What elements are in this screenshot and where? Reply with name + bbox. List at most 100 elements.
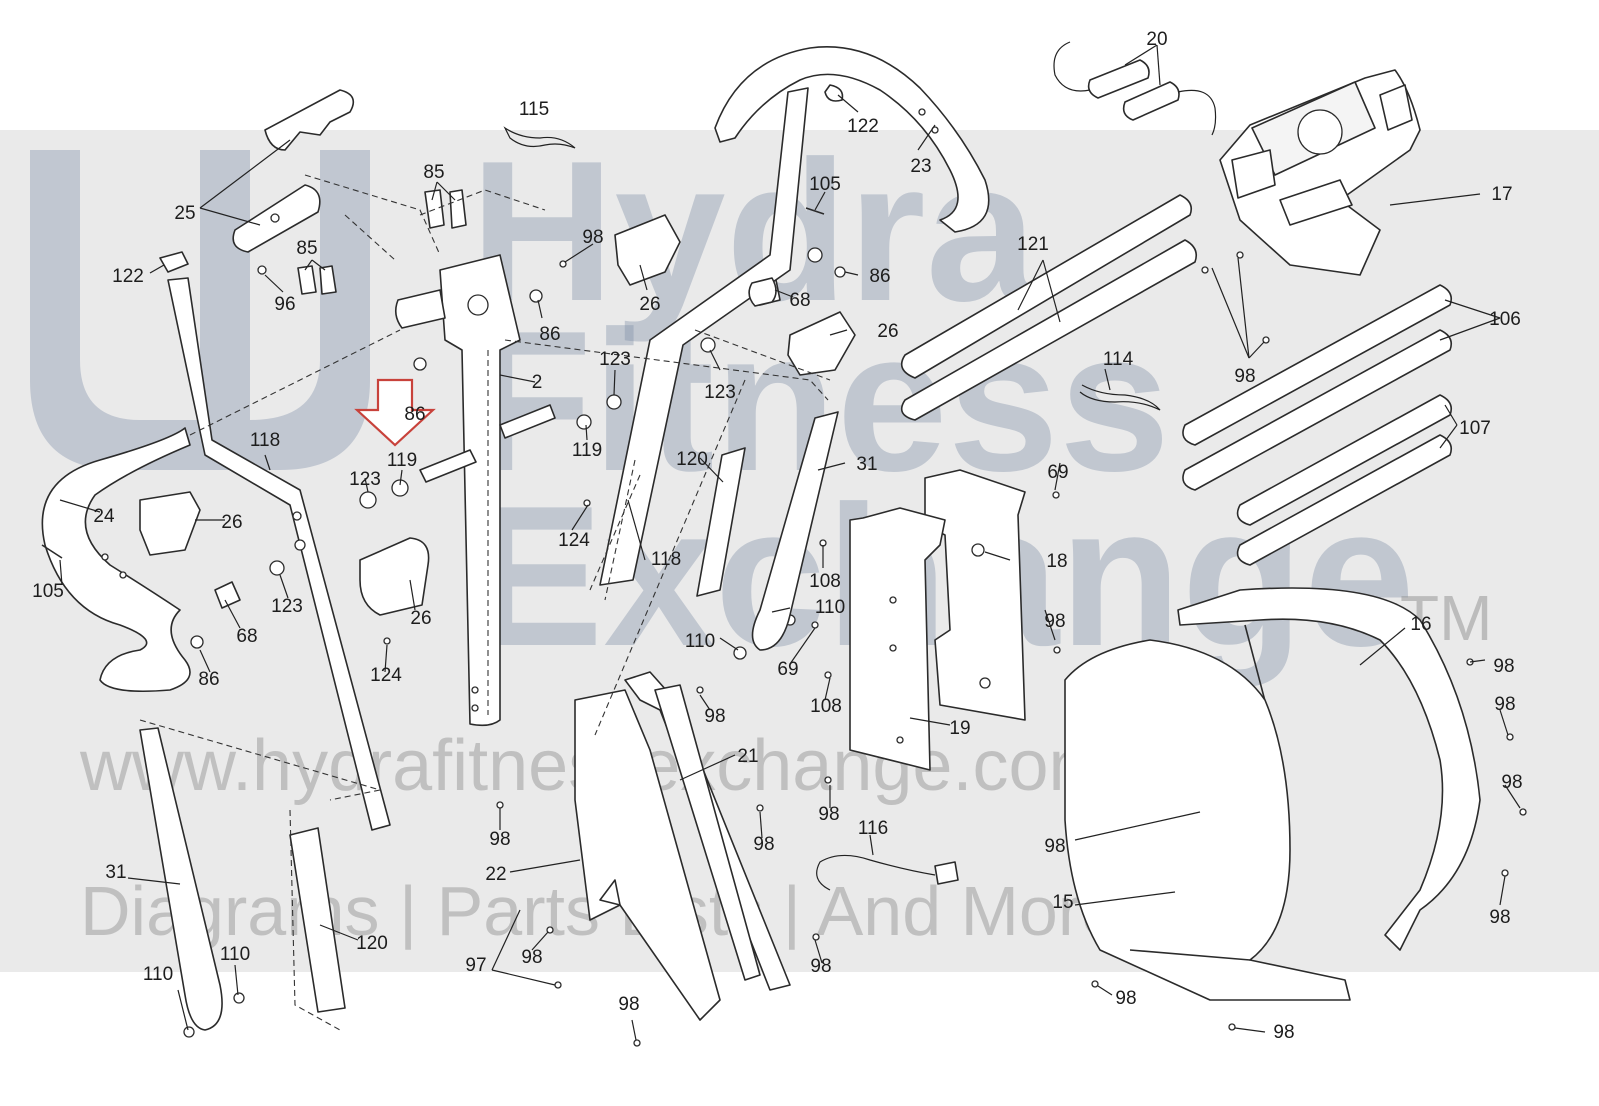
part-label: 98 — [582, 227, 603, 248]
part-120-center — [696, 447, 746, 597]
part-15-cover — [1064, 639, 1351, 1001]
part-label: 22 — [485, 864, 506, 885]
part-label: 69 — [777, 659, 798, 680]
part-label: 108 — [809, 571, 841, 592]
part-label: 106 — [1489, 309, 1521, 330]
part-19-shroud — [849, 507, 946, 771]
part-label: 68 — [789, 290, 810, 311]
part-label: 119 — [572, 440, 602, 461]
part-label: 15 — [1052, 892, 1073, 913]
part-26-cover-right — [614, 214, 856, 376]
part-31-center — [751, 411, 839, 651]
part-24-left-handlebar — [41, 427, 191, 693]
part-label: 19 — [949, 718, 970, 739]
part-label: 98 — [521, 947, 542, 968]
part-25-handle-cover — [232, 89, 355, 253]
part-21-leg — [624, 671, 791, 991]
part-label: 18 — [1046, 551, 1067, 572]
part-label: 123 — [349, 469, 381, 490]
part-label: 96 — [274, 294, 295, 315]
part-label: 98 — [618, 994, 639, 1015]
part-116-power-cord — [816, 854, 959, 891]
part-label: 105 — [32, 581, 64, 602]
part-label: 68 — [236, 626, 257, 647]
part-label: 122 — [847, 116, 879, 137]
part-label: 119 — [387, 450, 417, 471]
part-label: 98 — [1044, 611, 1065, 632]
part-label: 16 — [1410, 614, 1431, 635]
part-label: 98 — [1115, 988, 1136, 1009]
part-label: 26 — [221, 512, 242, 533]
watermark-logo-icon — [30, 150, 370, 470]
part-label: 98 — [489, 829, 510, 850]
part-118-left-arm — [167, 277, 391, 831]
part-label-extra: 98 — [1273, 1022, 1294, 1043]
part-label: 21 — [737, 746, 758, 767]
part-2-upright-post — [394, 254, 521, 727]
part-label: 86 — [404, 404, 425, 425]
part-label: 98 — [1234, 366, 1255, 387]
part-label: 123 — [704, 382, 736, 403]
part-label: 108 — [810, 696, 842, 717]
part-label: 110 — [143, 964, 173, 985]
part-label: 122 — [112, 266, 144, 287]
part-label: 110 — [685, 631, 715, 652]
part-120-left — [289, 827, 346, 1013]
part-label: 98 — [818, 804, 839, 825]
part-label: 86 — [539, 324, 560, 345]
part-label: 123 — [271, 596, 303, 617]
part-label: 98 — [1493, 656, 1514, 677]
part-label: 118 — [250, 430, 280, 451]
part-114-wire — [1079, 384, 1161, 411]
part-label: 26 — [410, 608, 431, 629]
part-label: 85 — [423, 162, 444, 183]
part-label: 115 — [519, 99, 549, 120]
part-119-axle — [419, 404, 556, 483]
part-label: 116 — [858, 818, 888, 839]
part-label: 85 — [296, 238, 317, 259]
part-label: 20 — [1146, 29, 1167, 50]
part-label: 110 — [220, 944, 250, 965]
part-label: 17 — [1491, 184, 1512, 205]
part-label: 2 — [532, 372, 543, 393]
part-17-console — [1219, 69, 1421, 276]
part-121-tubes — [900, 194, 1198, 421]
part-label: 69 — [1047, 462, 1068, 483]
part-label: 124 — [370, 665, 402, 686]
part-31-left-arm — [139, 727, 223, 1031]
part-23-right-handlebar — [714, 46, 990, 233]
part-label: 105 — [809, 174, 841, 195]
part-label: 114 — [1103, 349, 1134, 370]
part-68-bushing — [748, 277, 777, 307]
leader-lines — [59, 44, 1521, 1041]
highlight-arrow-icon — [354, 378, 436, 447]
part-115-wire — [503, 126, 576, 149]
part-107-tubes — [1236, 394, 1453, 566]
part-label: 98 — [753, 834, 774, 855]
part-106-tubes — [1182, 284, 1453, 491]
part-22-leg — [574, 689, 721, 1021]
part-label: 107 — [1459, 418, 1491, 439]
part-label: 98 — [1501, 772, 1522, 793]
part-label: 98 — [810, 956, 831, 977]
part-label: 97 — [465, 955, 486, 976]
part-label: 31 — [856, 454, 877, 475]
part-label: 31 — [105, 862, 126, 883]
part-label: 26 — [877, 321, 898, 342]
part-label: 23 — [910, 156, 931, 177]
part-label: 120 — [676, 449, 708, 470]
part-label: 121 — [1017, 234, 1049, 255]
part-label: 24 — [93, 506, 115, 527]
part-label: 120 — [356, 933, 388, 954]
assembly-dashed-lines — [139, 174, 831, 1031]
part-label: 86 — [198, 669, 219, 690]
part-122-end-cap — [159, 251, 189, 273]
part-label: 124 — [558, 530, 590, 551]
part-label: 26 — [639, 294, 660, 315]
part-118-right-arm — [599, 87, 809, 601]
part-labels: 20 115 122 23 17 85 105 25 98 85 122 96 … — [32, 29, 1522, 1015]
part-26-cover-left — [139, 491, 430, 616]
part-label: 86 — [869, 266, 890, 287]
part-label: 25 — [174, 203, 195, 224]
